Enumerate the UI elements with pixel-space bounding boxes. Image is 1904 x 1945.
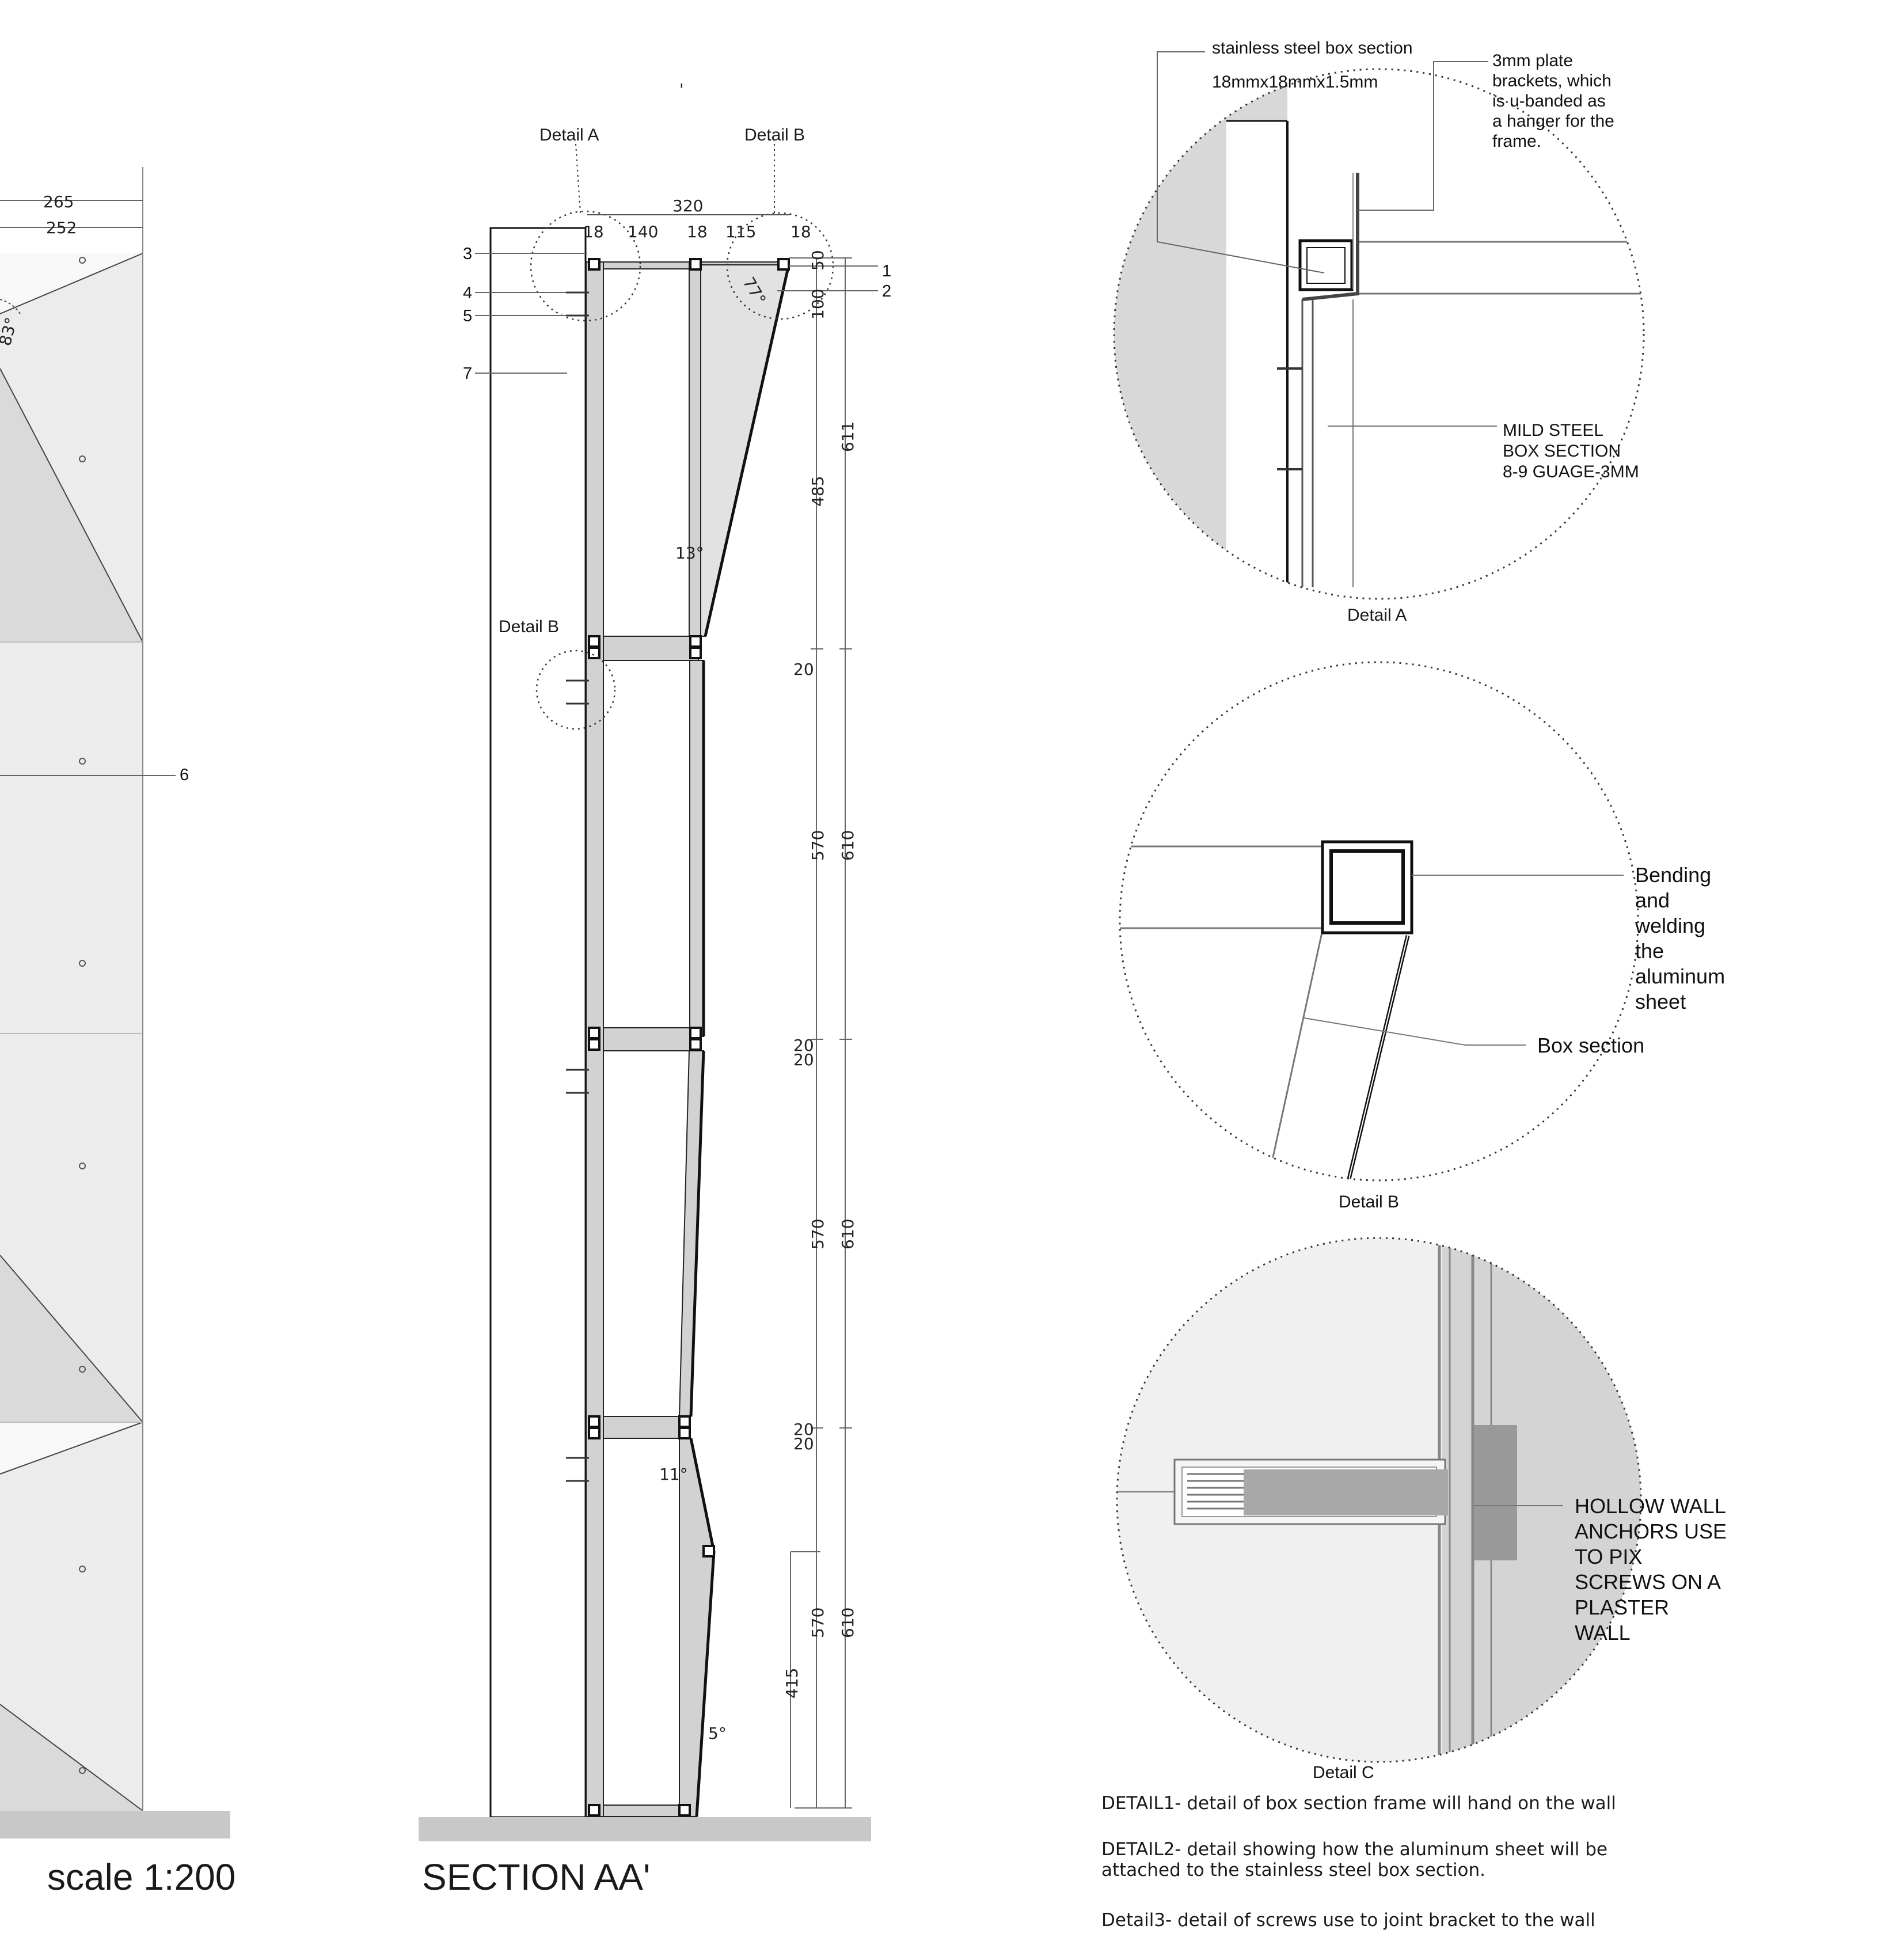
top-dim-115: 115 <box>725 222 756 241</box>
detail-a-mild-1: MILD STEEL <box>1503 421 1603 440</box>
vdim-415: 415 <box>782 1668 801 1699</box>
detail-a-circle[interactable] <box>530 210 641 322</box>
vdim-611: 611 <box>838 421 857 452</box>
section-view: ' <box>419 80 891 1898</box>
detail-c-view: HOLLOW WALL ANCHORS USE TO PIX SCREWS ON… <box>1116 1237 1727 1782</box>
note-detail2-a: DETAIL2- detail showing how the aluminum… <box>1101 1839 1607 1860</box>
angle-13: 13° <box>675 544 704 563</box>
detail-b-bending-5: aluminum <box>1635 964 1725 988</box>
angle-5: 5° <box>708 1724 727 1743</box>
marker-4: 4 <box>463 284 472 302</box>
detail-a-view: stainless steel box section 18mmx18mmx1.… <box>1113 39 1645 625</box>
note-detail2-b: attached to the stainless steel box sect… <box>1101 1860 1485 1881</box>
note-detail3: Detail3- detail of screws use to joint b… <box>1101 1910 1595 1931</box>
wall <box>489 227 587 1818</box>
detail-c-anchor-5: PLASTER <box>1575 1595 1669 1619</box>
top-dim-18c: 18 <box>791 222 811 241</box>
top-dim-140: 140 <box>628 222 658 241</box>
detail-a-mild-3: 8-9 GUAGE-3MM <box>1503 462 1639 481</box>
section-tick: ' <box>679 80 684 99</box>
vdim-20a: 20 <box>793 660 814 679</box>
elev-dim-265: 265 <box>43 192 74 211</box>
top-dim-320: 320 <box>672 196 703 215</box>
vdim-570a: 570 <box>808 830 827 861</box>
vdim-100: 100 <box>808 289 827 320</box>
detail-b-title: Detail B <box>1339 1192 1399 1211</box>
marker-3: 3 <box>463 245 472 263</box>
scale-label: scale 1:200 <box>47 1856 235 1898</box>
notes: DETAIL1- detail of box section frame wil… <box>1101 1793 1616 1931</box>
detail-a-box-line1: stainless steel box section <box>1212 39 1413 58</box>
detail-c-anchor-1: HOLLOW WALL <box>1575 1494 1726 1518</box>
marker-1: 1 <box>882 262 891 280</box>
elevation-view: 265 252 83° 6 scale 1:200 <box>0 167 235 1898</box>
vdim-20e: 20 <box>793 1434 814 1453</box>
detail-a-title: Detail A <box>1347 606 1407 625</box>
detail-c-anchor-2: ANCHORS USE <box>1575 1519 1727 1543</box>
marker-5: 5 <box>463 307 472 325</box>
detail-c-title: Detail C <box>1313 1763 1374 1782</box>
detail-b-outline <box>1119 661 1639 1182</box>
detail-b-box-section: Box section <box>1537 1034 1644 1057</box>
detail-a-bracket-2: brackets, which <box>1492 71 1612 90</box>
detail-b-bending-4: the <box>1635 939 1664 963</box>
detail-b-bending-3: welding <box>1635 914 1705 937</box>
section-ground <box>419 1817 871 1841</box>
vdim-610c: 610 <box>838 1608 857 1638</box>
detail-a-bracket-1: 3mm plate <box>1492 51 1573 70</box>
detail-b-circle-mid[interactable] <box>535 649 616 730</box>
section-detail-b-label-top: Detail B <box>744 126 805 145</box>
marker-2: 2 <box>882 282 891 301</box>
detail-c-outline <box>1116 1237 1642 1763</box>
detail-c-anchor-4: SCREWS ON A <box>1575 1570 1721 1594</box>
elevation-ground <box>0 1811 230 1838</box>
detail-b-view: Bending and welding the aluminum sheet B… <box>1119 661 1725 1211</box>
vdim-570b: 570 <box>808 1219 827 1249</box>
detail-a-outline <box>1113 68 1645 600</box>
detail-b-bending-2: and <box>1635 888 1670 912</box>
detail-c-anchor-6: WALL <box>1575 1621 1631 1644</box>
detail-a-bracket-5: frame. <box>1492 132 1541 151</box>
vdim-610a: 610 <box>838 830 857 861</box>
section-title: SECTION AA' <box>422 1856 650 1898</box>
detail-a-mild-2: BOX SECTION <box>1503 442 1621 461</box>
vdim-20c: 20 <box>793 1050 814 1069</box>
vdim-50: 50 <box>808 250 827 271</box>
vdim-20b: 20 <box>793 1036 814 1055</box>
note-detail1: DETAIL1- detail of box section frame wil… <box>1101 1793 1616 1814</box>
vdim-610b: 610 <box>838 1219 857 1249</box>
detail-b-bending-1: Bending <box>1635 863 1711 887</box>
vdim-20d: 20 <box>793 1420 814 1439</box>
detail-b-bending-6: sheet <box>1635 990 1686 1013</box>
section-detail-b-label-mid: Detail B <box>499 617 559 636</box>
section-detail-a-label: Detail A <box>539 126 599 145</box>
vdim-570c: 570 <box>808 1608 827 1638</box>
top-dim-18a: 18 <box>583 222 604 241</box>
detail-c-anchor-3: TO PIX <box>1575 1545 1642 1568</box>
top-dim-18b: 18 <box>687 222 708 241</box>
elev-marker-6: 6 <box>180 766 189 784</box>
detail-a-bracket-4: a hanger for the <box>1492 112 1614 131</box>
vdim-485: 485 <box>808 476 827 507</box>
detail-a-bracket-3: is u-banded as <box>1492 92 1606 111</box>
marker-7: 7 <box>463 364 472 383</box>
angle-11: 11° <box>659 1465 688 1484</box>
detail-a-box-line2: 18mmx18mmx1.5mm <box>1212 73 1378 92</box>
elev-dim-252: 252 <box>46 218 77 237</box>
